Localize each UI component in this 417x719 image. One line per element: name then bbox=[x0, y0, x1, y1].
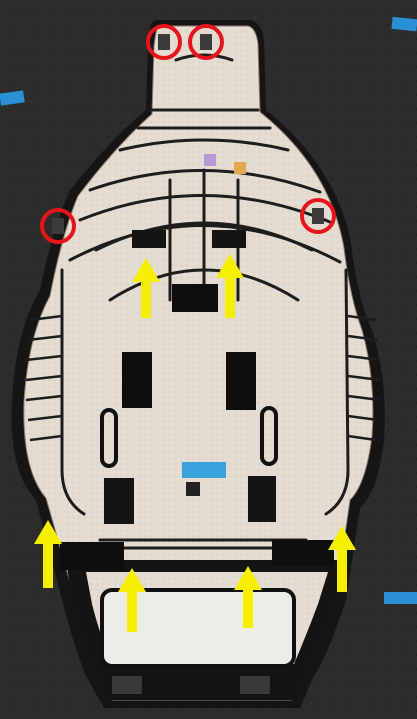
up-arrow-icon bbox=[216, 254, 244, 318]
purple-sticker bbox=[204, 154, 216, 166]
red-circle-icon bbox=[188, 24, 224, 60]
up-arrow-icon bbox=[234, 566, 262, 628]
black-tape-right bbox=[272, 540, 334, 566]
blue-label bbox=[182, 462, 226, 478]
bottom-clip-right bbox=[240, 676, 270, 694]
red-circle-icon bbox=[300, 198, 336, 234]
red-circle-icon bbox=[146, 24, 182, 60]
up-arrow-icon bbox=[328, 526, 356, 592]
side-ribs bbox=[25, 314, 381, 442]
black-patch-right bbox=[226, 352, 256, 410]
blue-tape-left bbox=[0, 90, 25, 106]
up-arrow-icon bbox=[118, 568, 146, 632]
red-circle-icon bbox=[40, 208, 76, 244]
clip-top-left bbox=[132, 230, 166, 248]
slot-right bbox=[260, 406, 278, 466]
black-patch-left bbox=[122, 352, 152, 408]
blue-tape-bottom bbox=[384, 592, 417, 604]
clip-hardware bbox=[52, 34, 324, 234]
clip-block-left bbox=[104, 478, 134, 524]
slot-left bbox=[100, 408, 118, 468]
up-arrow-icon bbox=[132, 258, 160, 318]
qr-code bbox=[186, 482, 200, 496]
black-tape-left bbox=[60, 542, 124, 570]
up-arrow-icon bbox=[34, 520, 62, 588]
black-patch-top bbox=[172, 284, 218, 312]
red-circle-markers bbox=[40, 24, 336, 244]
bottom-clip-left bbox=[112, 676, 142, 694]
clip-block-right bbox=[248, 476, 276, 522]
clip-top-right bbox=[212, 230, 246, 248]
blue-tape-right bbox=[391, 16, 417, 32]
orange-sticker bbox=[234, 162, 246, 174]
yellow-arrow-markers bbox=[34, 254, 356, 632]
